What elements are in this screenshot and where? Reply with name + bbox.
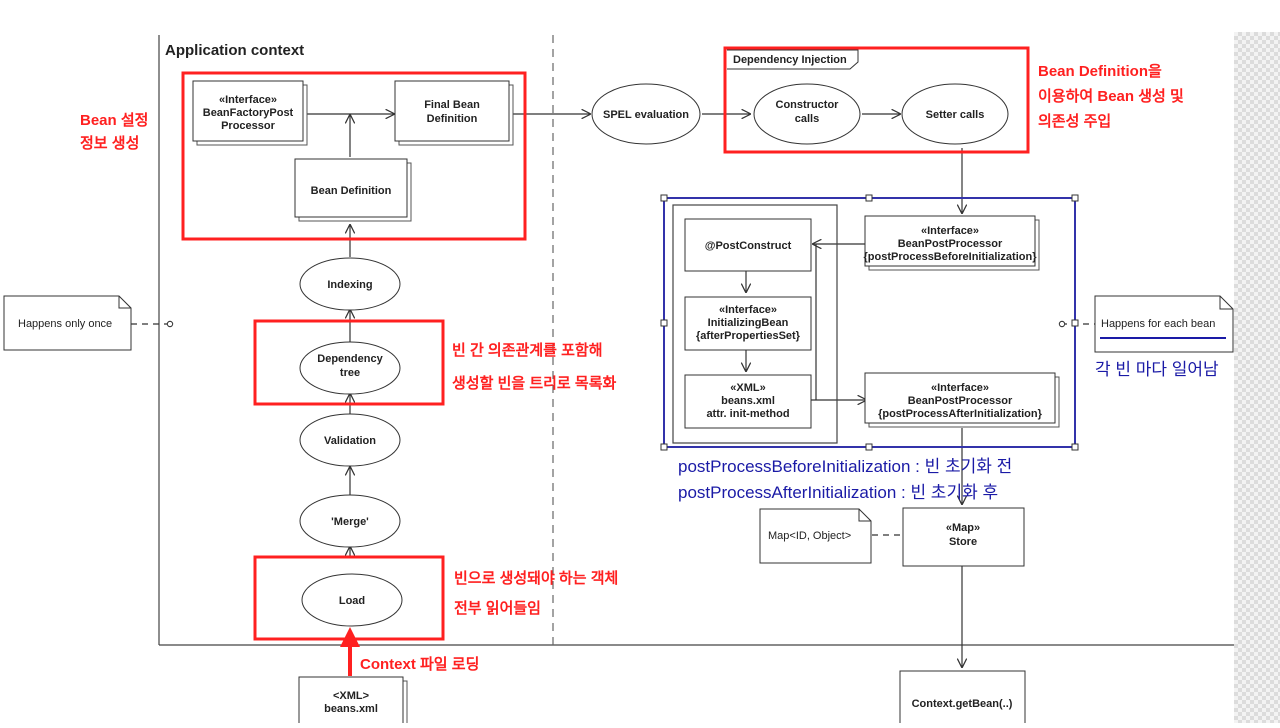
get-bean-label: Context.getBean(..) [912, 698, 1013, 710]
dep-tree-note-line-1: 빈 간 의존관계를 포함해 [452, 341, 603, 359]
bean-config-highlight [181, 71, 527, 241]
load-label: Load [339, 595, 365, 607]
dep-tree-note-line-2: 생성할 빈을 트리로 목록화 [452, 374, 617, 392]
context-loading-label: Context 파일 로딩 [360, 656, 479, 673]
happens-each-bean-note[interactable]: Happens for each bean [1094, 295, 1234, 353]
bpp-after-node[interactable]: «Interface» BeanPostProcessor {postProce… [864, 372, 1060, 428]
bean-def-label: Bean Definition [311, 185, 392, 197]
scrollbar-track[interactable] [1234, 32, 1280, 723]
selection-handle[interactable] [660, 194, 668, 202]
map-store-line-2: Store [949, 536, 977, 548]
bean-definition-node[interactable]: Bean Definition [294, 158, 412, 222]
beans-xml-line-1: <XML> [333, 690, 369, 702]
setter-label: Setter calls [926, 109, 985, 121]
bpp-after-line-3: {postProcessAfterInitialization} [878, 408, 1043, 420]
bfpp-line-2: BeanFactoryPost [203, 107, 294, 119]
selection-handle[interactable] [865, 194, 873, 202]
bpp-before-line-3: {postProcessBeforeInitialization} [864, 251, 1038, 263]
merge-node[interactable]: 'Merge' [299, 494, 401, 548]
final-definition-node[interactable]: Final Bean Definition [394, 80, 514, 146]
each-bean-annotation: 각 빈 마다 일어남 [1095, 360, 1219, 379]
bean-creation-line-2: 이용하여 Bean 생성 및 [1038, 87, 1184, 105]
each-note-label: Happens for each bean [1101, 318, 1215, 330]
initializing-bean-node[interactable]: «Interface» InitializingBean {afterPrope… [684, 296, 812, 351]
final-def-line-2: Definition [427, 113, 478, 125]
happens-once-note[interactable]: Happens only once [3, 295, 132, 351]
xml-init-method-node[interactable]: «XML» beans.xml attr. init-method [684, 374, 812, 429]
map-store-node[interactable]: «Map» Store [902, 507, 1025, 567]
dep-tree-line-1: Dependency [317, 353, 383, 365]
setter-calls-node[interactable]: Setter calls [901, 83, 1009, 145]
load-highlight [253, 555, 445, 641]
bpp-before-node[interactable]: «Interface» BeanPostProcessor {postProce… [864, 215, 1040, 271]
initbean-line-2: InitializingBean [708, 317, 789, 329]
map-note-label: Map<ID, Object> [768, 530, 851, 542]
selection-handle[interactable] [1071, 443, 1079, 451]
xml-init-line-2: beans.xml [721, 395, 775, 407]
dep-tree-line-2: tree [340, 367, 360, 379]
bpp-after-line-1: «Interface» [931, 382, 989, 394]
constructor-calls-node[interactable]: Constructor calls [753, 83, 861, 145]
spel-evaluation-node[interactable]: SPEL evaluation [591, 83, 701, 145]
once-note-label: Happens only once [18, 318, 112, 330]
indexing-node[interactable]: Indexing [299, 257, 401, 311]
red-highlight-boxes [181, 71, 527, 641]
constructor-line-1: Constructor [776, 99, 840, 111]
application-context-frame: Application context [158, 35, 1234, 646]
bean-config-line-2: 정보 생성 [80, 134, 139, 152]
selection-box[interactable] [660, 194, 1079, 451]
validation-node[interactable]: Validation [299, 413, 401, 467]
dependency-injection-frame: Dependency Injection [723, 46, 1030, 154]
bpp-before-line-1: «Interface» [921, 225, 979, 237]
initbean-line-1: «Interface» [719, 304, 777, 316]
xml-init-line-1: «XML» [730, 382, 765, 394]
dep-tree-highlight [253, 319, 445, 406]
beans-xml-source-node[interactable]: <XML> beans.xml [298, 676, 408, 728]
dep-tree-annotation: 빈 간 의존관계를 포함해 생성할 빈을 트리로 목록화 [452, 341, 617, 392]
map-id-object-note[interactable]: Map<ID, Object> [759, 508, 872, 564]
bean-creation-line-1: Bean Definition을 [1038, 63, 1162, 80]
final-def-line-1: Final Bean [424, 99, 480, 111]
bean-config-line-1: Bean 설정 [80, 111, 148, 129]
map-store-line-1: «Map» [946, 522, 980, 534]
di-frame-title: Dependency Injection [733, 54, 847, 66]
bpp-after-line-2: BeanPostProcessor [908, 395, 1013, 407]
load-annotation: 빈으로 생성돼야 하는 객체 전부 읽어들임 [454, 569, 618, 617]
merge-label: 'Merge' [331, 516, 369, 528]
bean-creation-line-3: 의존성 주입 [1038, 112, 1111, 130]
selection-handle[interactable] [660, 443, 668, 451]
constructor-line-2: calls [795, 113, 819, 125]
bpp-before-line-2: BeanPostProcessor [898, 238, 1003, 250]
load-note-line-1: 빈으로 생성돼야 하는 객체 [454, 569, 618, 587]
initbean-line-3: {afterPropertiesSet} [696, 330, 801, 342]
indexing-label: Indexing [327, 279, 372, 291]
bfpp-line-1: «Interface» [219, 94, 277, 106]
frame-title: Application context [165, 42, 304, 59]
postconstruct-label: @PostConstruct [705, 240, 792, 252]
load-note-line-2: 전부 읽어들임 [454, 600, 541, 617]
selection-handle[interactable] [660, 319, 668, 327]
dependency-tree-node[interactable]: Dependency tree [299, 341, 401, 395]
init-note-after: postProcessAfterInitialization : 빈 초기화 후 [678, 483, 998, 502]
bean-creation-annotation: Bean Definition을 이용하여 Bean 생성 및 의존성 주입 [1038, 63, 1184, 130]
bfpp-line-3: Processor [221, 120, 276, 132]
selection-handle[interactable] [1071, 194, 1079, 202]
load-node[interactable]: Load [301, 573, 403, 627]
selection-handle[interactable] [865, 443, 873, 451]
get-bean-node[interactable]: Context.getBean(..) [899, 670, 1026, 728]
xml-init-line-3: attr. init-method [706, 408, 789, 420]
init-note-before: postProcessBeforeInitialization : 빈 초기화 … [678, 457, 1012, 476]
postconstruct-node[interactable]: @PostConstruct [684, 218, 812, 272]
validation-label: Validation [324, 435, 376, 447]
spel-label: SPEL evaluation [603, 109, 689, 121]
bean-config-annotation: Bean 설정 정보 생성 [80, 111, 148, 152]
bfpp-node[interactable]: «Interface» BeanFactoryPost Processor [192, 80, 308, 146]
init-callbacks-frame [672, 204, 838, 444]
beans-xml-line-2: beans.xml [324, 703, 378, 715]
selection-handle[interactable] [1071, 319, 1079, 327]
